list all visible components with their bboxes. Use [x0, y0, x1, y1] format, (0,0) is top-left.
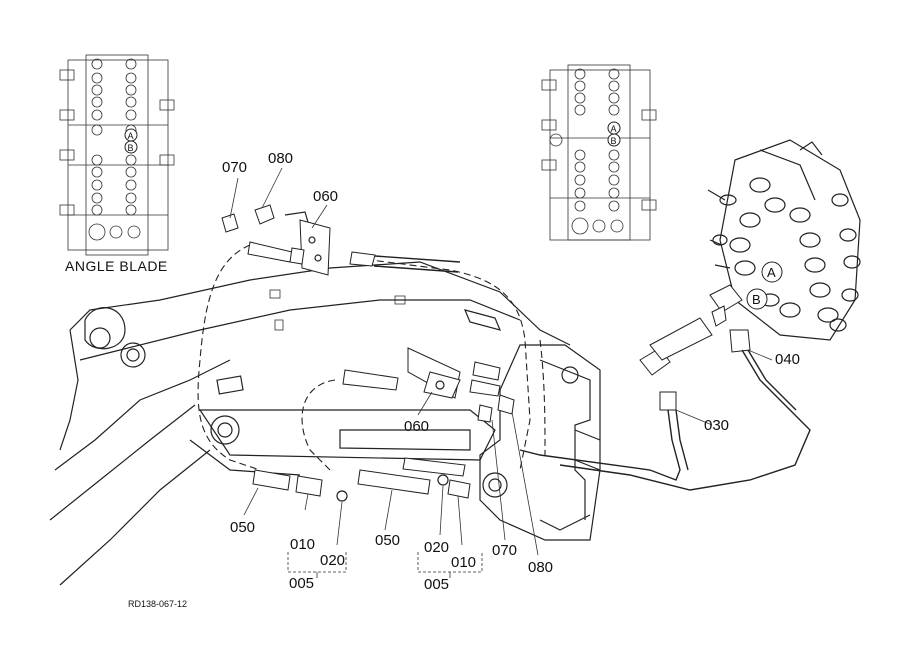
fitting-cluster-bottom [252, 457, 471, 502]
fitting-cluster-top [221, 204, 461, 276]
callout-060-mid: 060 [404, 418, 429, 435]
callout-020-right: 020 [424, 539, 449, 556]
valve-port-a: A [761, 261, 783, 283]
schematic-left-port-b: B [124, 140, 138, 154]
drawing-code: RD138-067-12 [128, 599, 187, 609]
set-bracket-right [417, 552, 483, 578]
schematic-right-port-b: B [607, 133, 621, 147]
callout-005-left: 005 [289, 575, 314, 592]
callout-050-left: 050 [230, 519, 255, 536]
angle-blade-caption: ANGLE BLADE [65, 258, 168, 274]
port-b-label: B [128, 143, 134, 153]
hose-030 [519, 409, 689, 481]
port-a-label-right: A [611, 124, 617, 134]
fitting-cluster-mid [342, 347, 515, 423]
valve-port-b: B [746, 288, 768, 310]
callout-020-left: 020 [320, 552, 345, 569]
hose-040 [559, 349, 811, 491]
set-bracket-left [287, 552, 347, 578]
port-b-label-right: B [611, 136, 617, 146]
elbow-adapter [639, 284, 751, 411]
swing-bracket [479, 344, 601, 541]
callout-010-left: 010 [290, 536, 315, 553]
callout-030: 030 [704, 417, 729, 434]
valve-port-b-label: B [752, 292, 761, 307]
valve-port-a-label: A [767, 265, 776, 280]
callout-005-right: 005 [424, 576, 449, 593]
callout-040: 040 [775, 351, 800, 368]
callout-080-top: 080 [268, 150, 293, 167]
schematic-right-port-a: A [607, 121, 621, 135]
port-a-label: A [128, 131, 134, 141]
callout-050-mid: 050 [375, 532, 400, 549]
valve-schematic-left: A B [59, 54, 175, 256]
callout-060-top: 060 [313, 188, 338, 205]
boom-outline [49, 261, 571, 586]
valve-schematic-right: A B [541, 64, 657, 241]
callout-070-bottom: 070 [492, 542, 517, 559]
control-valve [707, 139, 861, 341]
leader-lines [229, 167, 773, 556]
callout-070-top: 070 [222, 159, 247, 176]
dashed-hose-routes [197, 244, 546, 471]
callout-010-right: 010 [451, 554, 476, 571]
schematic-left-port-a: A [124, 128, 138, 142]
callout-080-bottom: 080 [528, 559, 553, 576]
